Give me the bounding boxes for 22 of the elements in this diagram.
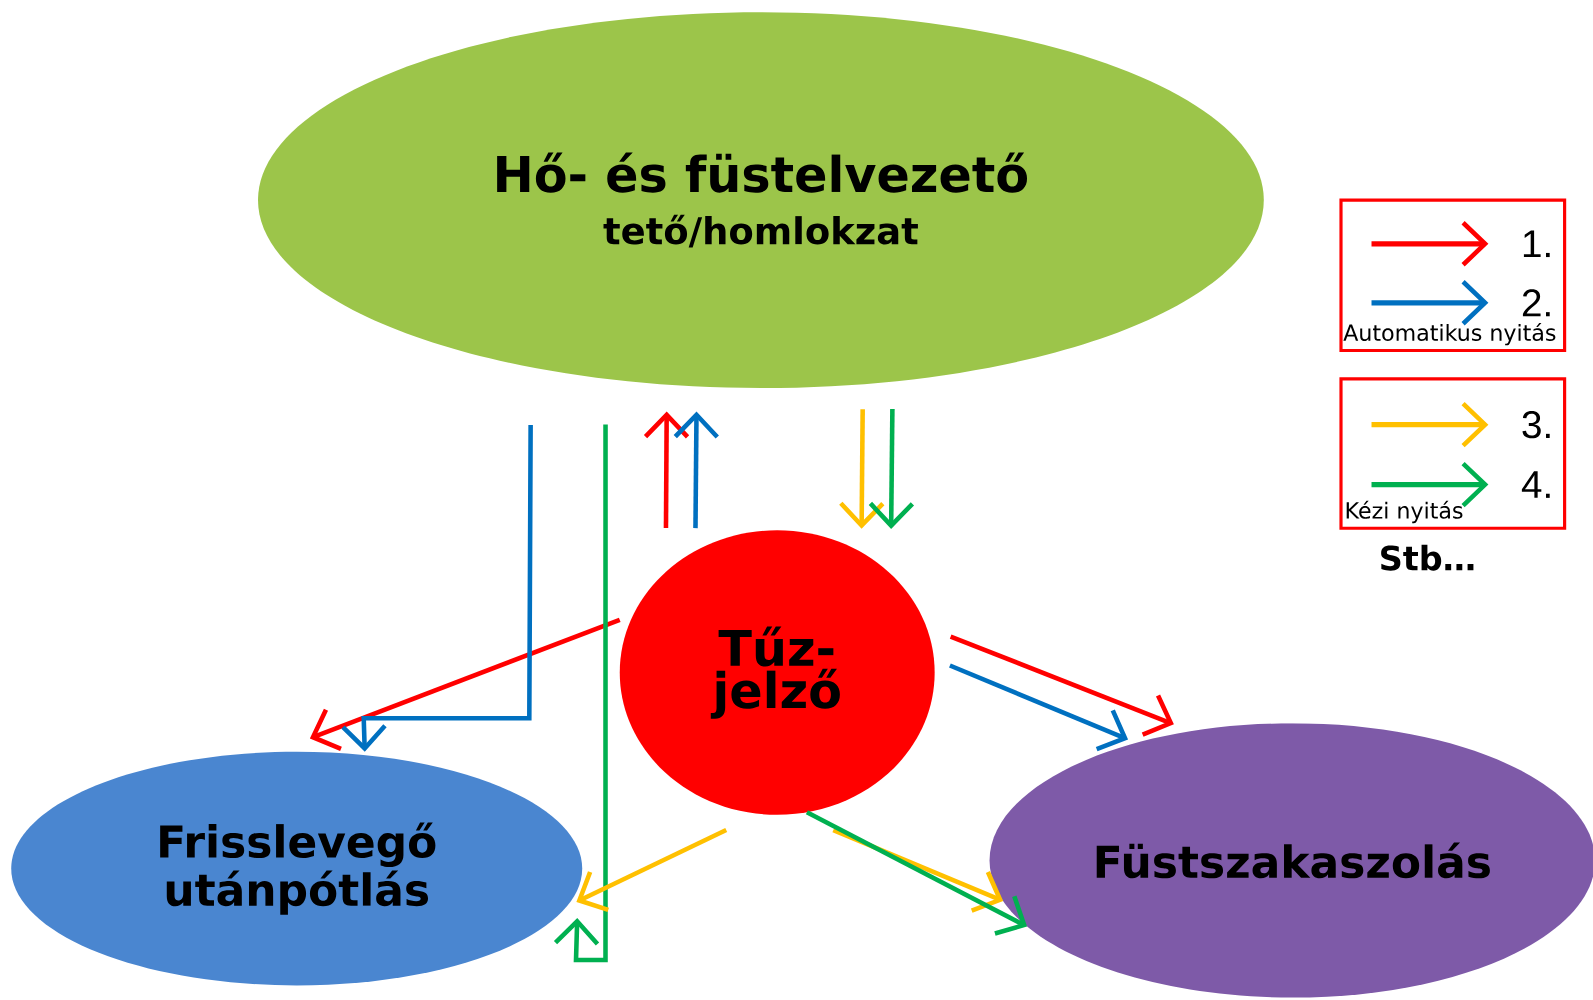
legend-label: 4. bbox=[1521, 471, 1550, 498]
arrow bbox=[839, 409, 885, 529]
legend-label: 1. bbox=[1523, 230, 1550, 258]
arrow bbox=[832, 828, 1004, 913]
arrow bbox=[805, 810, 1028, 936]
oval-node: Hő- és füstelvezető tető/homlokzat bbox=[258, 12, 1264, 389]
arrow bbox=[309, 617, 621, 752]
circle-node: Tűz- jelző bbox=[619, 530, 935, 815]
arrow bbox=[949, 663, 1129, 752]
arrow bbox=[553, 424, 608, 963]
oval-node: Frisslevegő utánpótlás bbox=[11, 751, 583, 986]
arrow bbox=[576, 828, 728, 913]
arrow bbox=[673, 411, 719, 529]
legend-label: 3. bbox=[1522, 411, 1550, 439]
legend-caption: Kézi nyitás bbox=[1346, 500, 1463, 524]
arrow bbox=[949, 634, 1174, 737]
note: Stb… bbox=[1381, 544, 1474, 571]
legend-caption: Automatikus nyitás bbox=[1343, 323, 1556, 346]
arrow bbox=[868, 409, 915, 529]
arrow bbox=[341, 424, 533, 752]
legend-label: 2. bbox=[1522, 289, 1550, 317]
arrow bbox=[643, 411, 690, 529]
